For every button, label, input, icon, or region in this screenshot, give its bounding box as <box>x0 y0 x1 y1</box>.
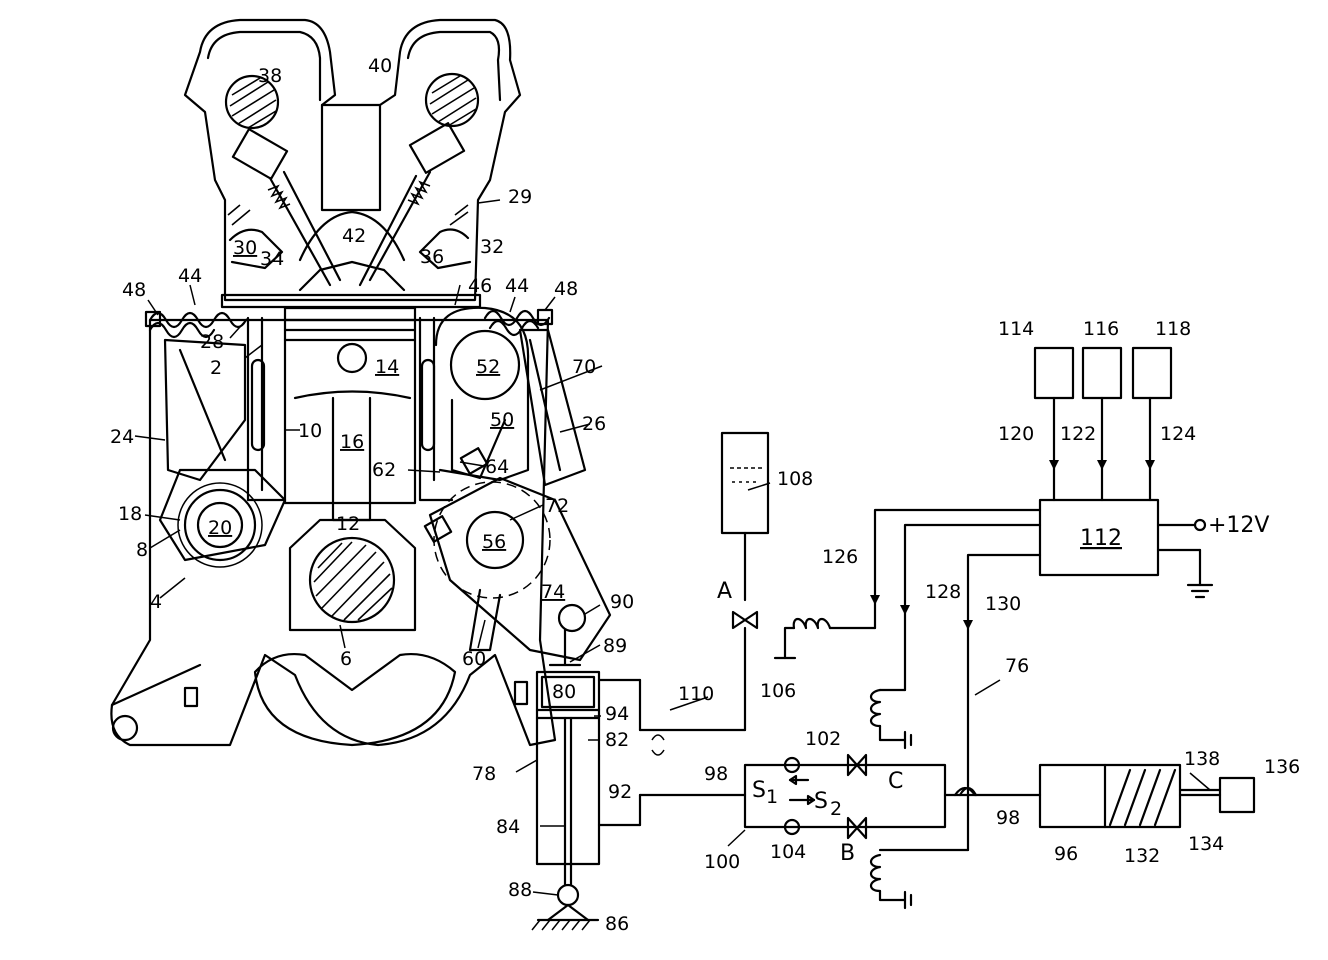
label-132: 132 <box>1124 845 1160 867</box>
hydraulic-cylinder <box>532 672 745 930</box>
label-60: 60 <box>462 648 486 670</box>
label-86: 86 <box>605 913 629 935</box>
label-12: 12 <box>336 513 360 535</box>
label-96: 96 <box>1054 843 1078 865</box>
part-labels: 38 40 29 42 30 34 36 32 48 44 46 44 48 2… <box>110 55 1300 935</box>
label-74: 74 <box>541 581 565 603</box>
label-92: 92 <box>608 781 632 803</box>
label-46: 46 <box>468 275 492 297</box>
label-valve-b: B <box>840 841 855 866</box>
label-48-left: 48 <box>122 279 146 301</box>
label-134: 134 <box>1188 833 1224 855</box>
label-20: 20 <box>208 517 232 539</box>
label-126: 126 <box>822 546 858 568</box>
label-valve-c: C <box>888 769 903 794</box>
label-114: 114 <box>998 318 1034 340</box>
label-116: 116 <box>1083 318 1119 340</box>
label-128: 128 <box>925 581 961 603</box>
label-89: 89 <box>603 635 627 657</box>
piston-assembly <box>160 308 455 745</box>
label-130: 130 <box>985 593 1021 615</box>
label-64: 64 <box>485 456 509 478</box>
label-s1-sub: 1 <box>766 786 778 808</box>
label-138: 138 <box>1184 748 1220 770</box>
label-106: 106 <box>760 680 796 702</box>
label-14: 14 <box>375 356 399 378</box>
label-124: 124 <box>1160 423 1196 445</box>
label-44-right: 44 <box>505 275 529 297</box>
label-42: 42 <box>342 225 366 247</box>
label-16: 16 <box>340 431 364 453</box>
label-38: 38 <box>258 65 282 87</box>
label-104: 104 <box>770 841 806 863</box>
label-valve-a: A <box>717 579 732 604</box>
label-118: 118 <box>1155 318 1191 340</box>
label-24: 24 <box>110 426 134 448</box>
label-44-left: 44 <box>178 265 202 287</box>
label-4: 4 <box>150 591 162 613</box>
label-136: 136 <box>1264 756 1300 778</box>
label-48-right: 48 <box>554 278 578 300</box>
label-122: 122 <box>1060 423 1096 445</box>
label-52: 52 <box>476 356 500 378</box>
label-56: 56 <box>482 531 506 553</box>
leader-lines <box>135 200 1210 895</box>
label-62: 62 <box>372 459 396 481</box>
label-94: 94 <box>605 703 629 725</box>
label-90: 90 <box>610 591 634 613</box>
label-98-left: 98 <box>704 763 728 785</box>
electronic-control-unit <box>775 348 1212 908</box>
label-28: 28 <box>200 331 224 353</box>
label-40: 40 <box>368 55 392 77</box>
label-30: 30 <box>233 237 257 259</box>
label-32: 32 <box>480 236 504 258</box>
label-102: 102 <box>805 728 841 750</box>
label-8: 8 <box>136 539 148 561</box>
label-98-right: 98 <box>996 807 1020 829</box>
label-112: 112 <box>1080 526 1122 551</box>
label-76: 76 <box>1005 655 1029 677</box>
label-80: 80 <box>552 681 576 703</box>
label-26: 26 <box>582 413 606 435</box>
reservoir <box>640 433 768 755</box>
label-s2: S <box>814 789 828 814</box>
label-supply: +12V <box>1208 513 1269 538</box>
label-84: 84 <box>496 816 520 838</box>
label-s1: S <box>752 778 766 803</box>
label-100: 100 <box>704 851 740 873</box>
label-36: 36 <box>420 246 444 268</box>
label-s2-sub: 2 <box>830 798 842 820</box>
label-34: 34 <box>260 248 284 270</box>
label-18: 18 <box>118 503 142 525</box>
accumulator <box>1040 765 1254 827</box>
label-110: 110 <box>678 683 714 705</box>
label-50: 50 <box>490 409 514 431</box>
cylinder-head <box>185 20 520 307</box>
label-6: 6 <box>340 648 352 670</box>
label-82: 82 <box>605 729 629 751</box>
label-2: 2 <box>210 357 222 379</box>
label-10: 10 <box>298 420 322 442</box>
label-88: 88 <box>508 879 532 901</box>
label-72: 72 <box>545 495 569 517</box>
label-29: 29 <box>508 186 532 208</box>
label-78: 78 <box>472 763 496 785</box>
label-108: 108 <box>777 468 813 490</box>
label-70: 70 <box>572 356 596 378</box>
label-120: 120 <box>998 423 1034 445</box>
